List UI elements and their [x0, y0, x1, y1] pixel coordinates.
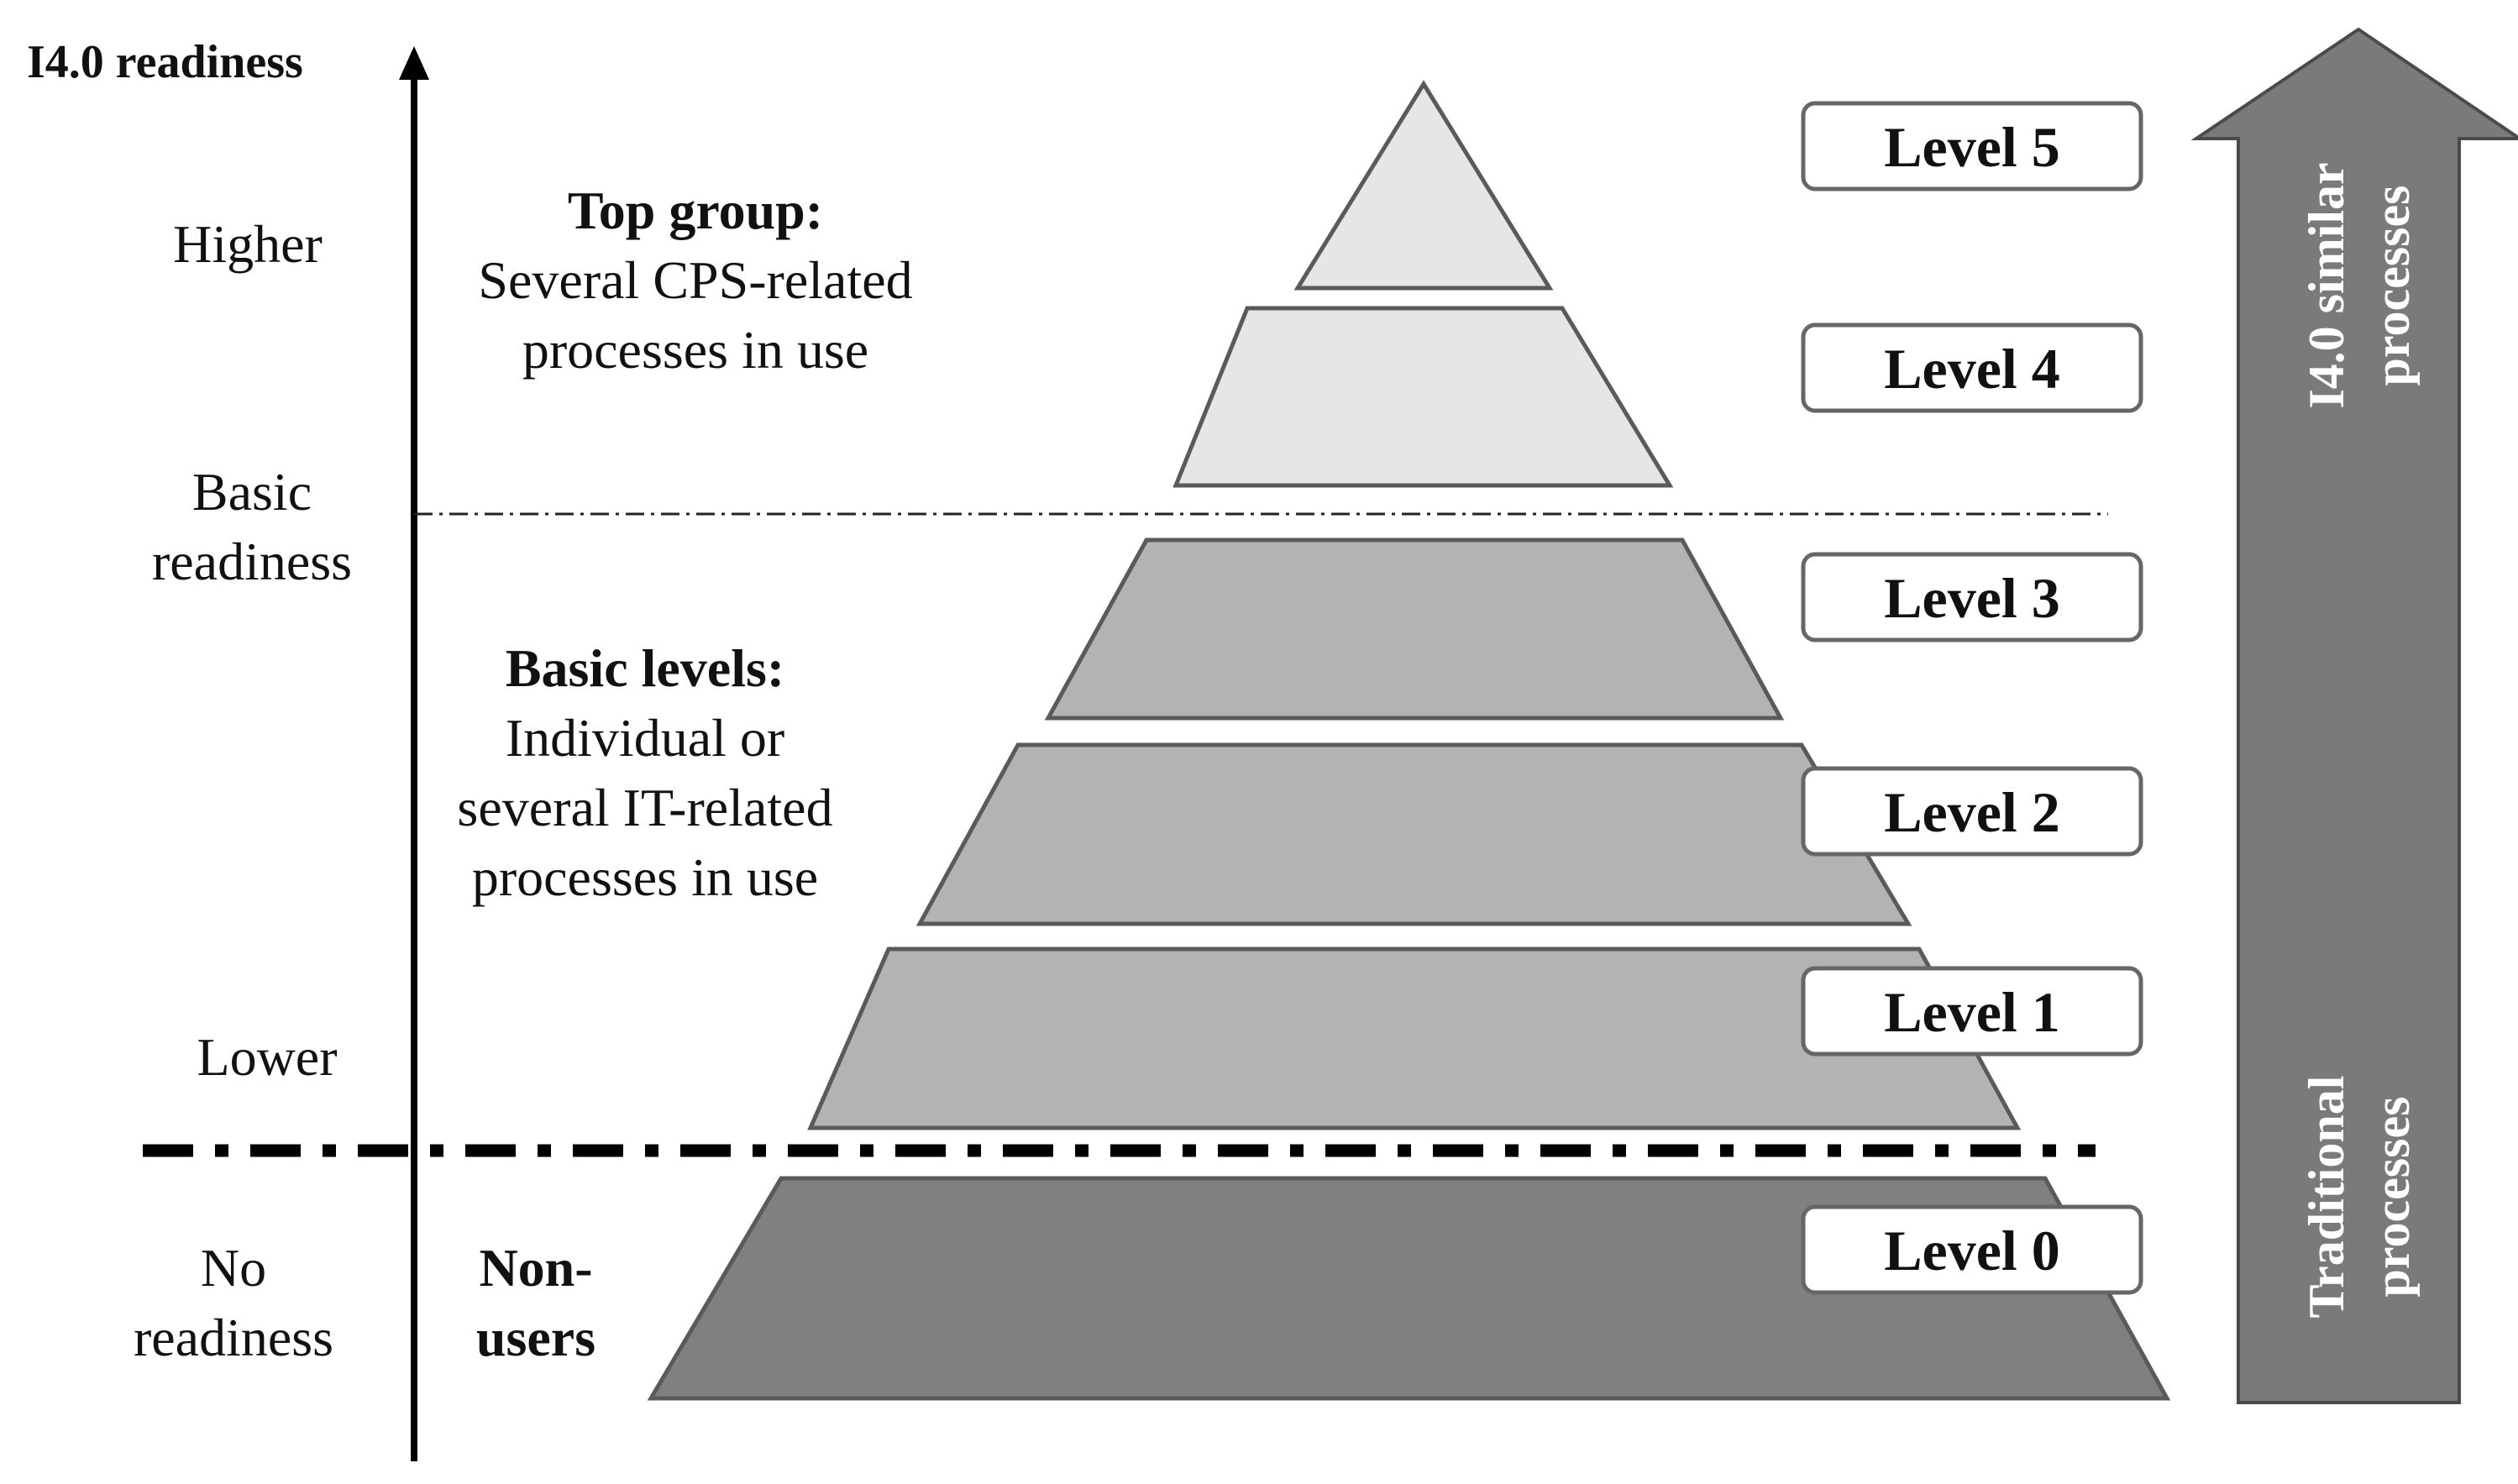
level-label-box: [1801, 101, 2143, 191]
pyramid-tier-level-2: [915, 742, 1912, 926]
level-label-text: Level 1: [1884, 980, 2060, 1044]
pyramid-tier-level-4: [1172, 306, 1674, 488]
level-label-2: Level 2: [1801, 766, 2143, 857]
top-group-title: Top group:: [568, 181, 823, 240]
level-label-box: [1801, 322, 2143, 413]
arrow-label-traditional-processes: processes: [2364, 1097, 2420, 1298]
readiness-axis-arrowhead: [399, 46, 429, 80]
axis-label-higher: Higher: [173, 214, 323, 274]
level-label-5: Level 5: [1801, 101, 2143, 191]
level-label-box: [1801, 552, 2143, 642]
top-group-line-1: Several CPS-related: [478, 250, 912, 310]
level-label-text: Level 3: [1884, 566, 2060, 630]
arrow-label-i40-processes: processes: [2364, 186, 2420, 386]
level-label-1: Level 1: [1801, 966, 2143, 1057]
non-users-line-2: users: [476, 1308, 595, 1367]
process-type-arrow: [2190, 27, 2518, 1404]
level-label-box: [1801, 966, 2143, 1057]
top-group-line-2: processes in use: [522, 320, 868, 380]
pyramid-tier-level-5: [1293, 80, 1554, 291]
pyramid-tier-level-1: [807, 947, 2022, 1130]
basic-levels-line-3: processes in use: [472, 847, 818, 907]
non-users-line-1: Non-: [479, 1238, 592, 1298]
axis-label-basic-readiness-1: Basic: [192, 462, 312, 522]
pyramid-tier-level-3: [1044, 537, 1785, 721]
pyramid-tier-level-0: [647, 1176, 2171, 1401]
basic-levels-line-2: several IT-related: [457, 778, 832, 837]
axis-label-no-readiness-1: No: [201, 1238, 266, 1298]
level-label-0: Level 0: [1801, 1204, 2143, 1295]
level-label-text: Level 2: [1884, 780, 2060, 844]
level-label-text: Level 0: [1884, 1219, 2060, 1282]
basic-levels-title: Basic levels:: [506, 638, 784, 698]
level-label-text: Level 5: [1884, 115, 2060, 179]
level-label-text: Level 4: [1884, 337, 2060, 401]
axis-title: I4.0 readiness: [27, 36, 303, 88]
arrow-label-traditional: Traditional: [2299, 1076, 2354, 1319]
level-label-3: Level 3: [1801, 552, 2143, 642]
axis-label-no-readiness-2: readiness: [134, 1308, 333, 1367]
arrow-label-i40-similar: I4.0 similar: [2299, 162, 2354, 408]
basic-levels-line-1: Individual or: [506, 708, 784, 768]
axis-label-lower: Lower: [197, 1027, 337, 1087]
level-label-4: Level 4: [1801, 322, 2143, 413]
axis-label-basic-readiness-2: readiness: [152, 532, 352, 591]
level-label-box: [1801, 766, 2143, 857]
level-label-box: [1801, 1204, 2143, 1295]
